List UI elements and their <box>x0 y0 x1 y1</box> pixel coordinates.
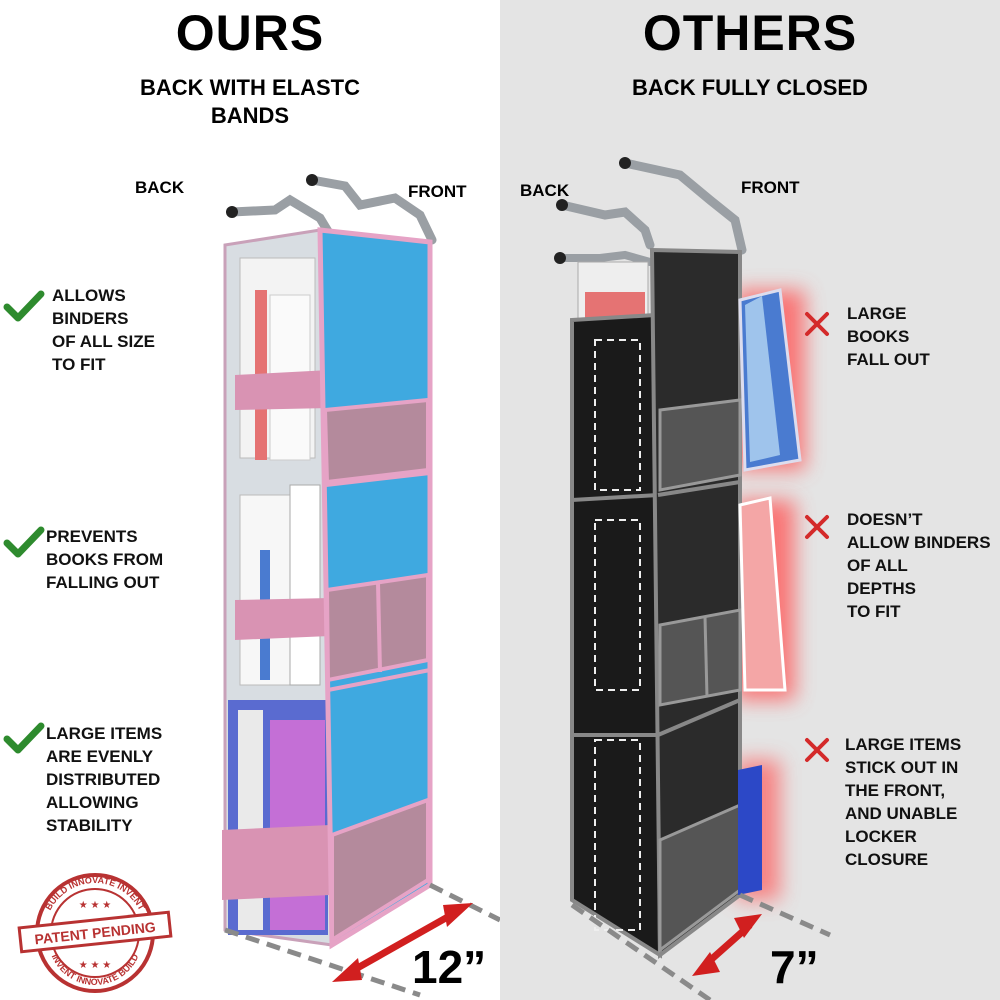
others-back-label: BACK <box>520 181 570 200</box>
others-feature-2: DOESN’T ALLOW BINDERS OF ALL DEPTHS TO F… <box>847 508 991 623</box>
feature-line: FALLING OUT <box>46 573 160 592</box>
feature-line: AND UNABLE <box>845 804 958 823</box>
ours-organizer-illustration <box>222 174 502 998</box>
others-feature-1: LARGE BOOKS FALL OUT <box>847 302 930 371</box>
feature-line: OF ALL SIZE <box>52 332 155 351</box>
feature-line: LARGE <box>847 304 907 323</box>
others-dimension: 7” <box>770 941 819 993</box>
feature-line: ALLOWS <box>52 286 126 305</box>
ours-front-label: FRONT <box>408 182 467 201</box>
ours-panel: OURS BACK WITH ELASTC BANDS BACK FRONT A… <box>0 5 502 998</box>
feature-line: BOOKS FROM <box>46 550 164 569</box>
others-front-label: FRONT <box>741 178 800 197</box>
feature-line: DEPTHS <box>847 579 916 598</box>
feature-line: TO FIT <box>847 602 901 621</box>
feature-line: LARGE ITEMS <box>845 735 962 754</box>
feature-line: ALLOW BINDERS <box>847 533 991 552</box>
feature-line: LARGE ITEMS <box>46 724 163 743</box>
others-panel: OTHERS BACK FULLY CLOSED BACK FRONT <box>500 0 1000 1000</box>
feature-line: DOESN’T <box>847 510 923 529</box>
check-icon <box>3 290 45 322</box>
ours-dimension: 12” <box>412 941 487 993</box>
feature-line: BINDERS <box>52 309 129 328</box>
ours-subtitle-line-1: BACK WITH ELASTC <box>140 75 360 100</box>
star-icon: ★ ★ ★ <box>79 900 111 911</box>
feature-line: OF ALL <box>847 556 908 575</box>
x-icon <box>805 738 829 762</box>
ours-feature-3: LARGE ITEMS ARE EVENLY DISTRIBUTED ALLOW… <box>46 722 162 837</box>
feature-line: BOOKS <box>847 327 910 346</box>
feature-line: THE FRONT, <box>845 781 946 800</box>
others-subtitle: BACK FULLY CLOSED <box>500 74 1000 102</box>
feature-line: TO FIT <box>52 355 106 374</box>
feature-line: ALLOWING <box>46 793 139 812</box>
others-title: OTHERS <box>642 5 858 61</box>
check-icon <box>3 526 45 558</box>
others-subtitle-line-1: BACK FULLY CLOSED <box>632 75 868 100</box>
feature-line: STABILITY <box>46 816 133 835</box>
feature-line: STICK OUT IN <box>845 758 959 777</box>
others-organizer-illustration <box>554 157 832 1000</box>
feature-line: PREVENTS <box>46 527 138 546</box>
feature-line: DISTRIBUTED <box>46 770 161 789</box>
check-icon <box>3 722 45 754</box>
patent-pending-stamp: BUILD INNOVATE INVENT INVENT INNOVATE BU… <box>17 873 173 993</box>
ours-subtitle: BACK WITH ELASTC BANDS <box>0 74 500 130</box>
x-icon <box>805 312 829 336</box>
feature-line: ARE EVENLY <box>46 747 154 766</box>
feature-line: LOCKER <box>845 827 917 846</box>
ours-feature-2: PREVENTS BOOKS FROM FALLING OUT <box>46 525 163 594</box>
feature-line: CLOSURE <box>845 850 929 869</box>
ours-back-label: BACK <box>135 178 185 197</box>
ours-title: OURS <box>175 5 325 61</box>
star-icon: ★ ★ ★ <box>79 960 111 971</box>
feature-line: FALL OUT <box>847 350 930 369</box>
x-icon <box>805 515 829 539</box>
ours-feature-1: ALLOWS BINDERS OF ALL SIZE TO FIT <box>52 284 155 376</box>
others-feature-3: LARGE ITEMS STICK OUT IN THE FRONT, AND … <box>845 733 961 871</box>
ours-subtitle-line-2: BANDS <box>210 103 290 128</box>
